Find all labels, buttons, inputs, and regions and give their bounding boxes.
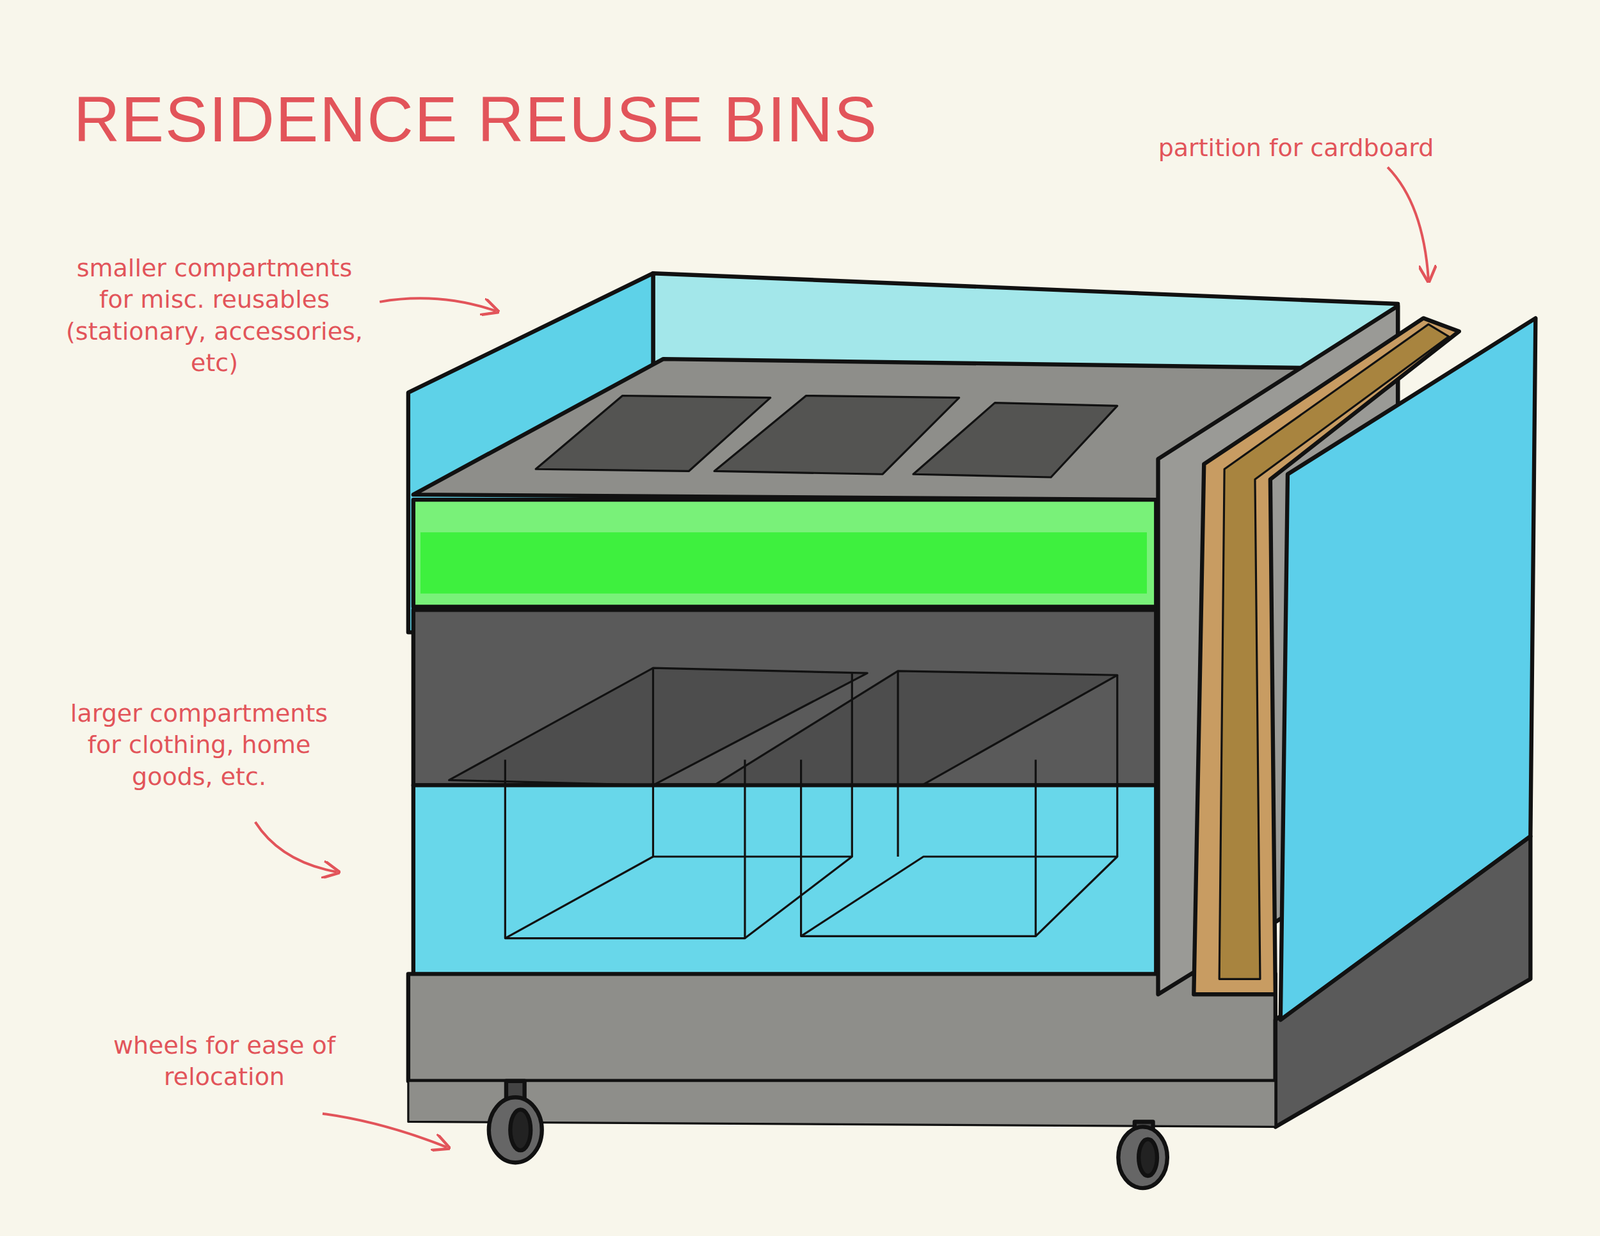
annotation-note: partition for cardboard <box>1127 132 1465 164</box>
annotation-note: wheels for ease of relocation <box>101 1030 347 1094</box>
annotation-note: larger compartments for clothing, home g… <box>61 698 337 793</box>
page-title: RESIDENCE REUSE BINS <box>73 83 879 155</box>
annotation-note: smaller compartments for misc. reusables… <box>56 252 373 380</box>
